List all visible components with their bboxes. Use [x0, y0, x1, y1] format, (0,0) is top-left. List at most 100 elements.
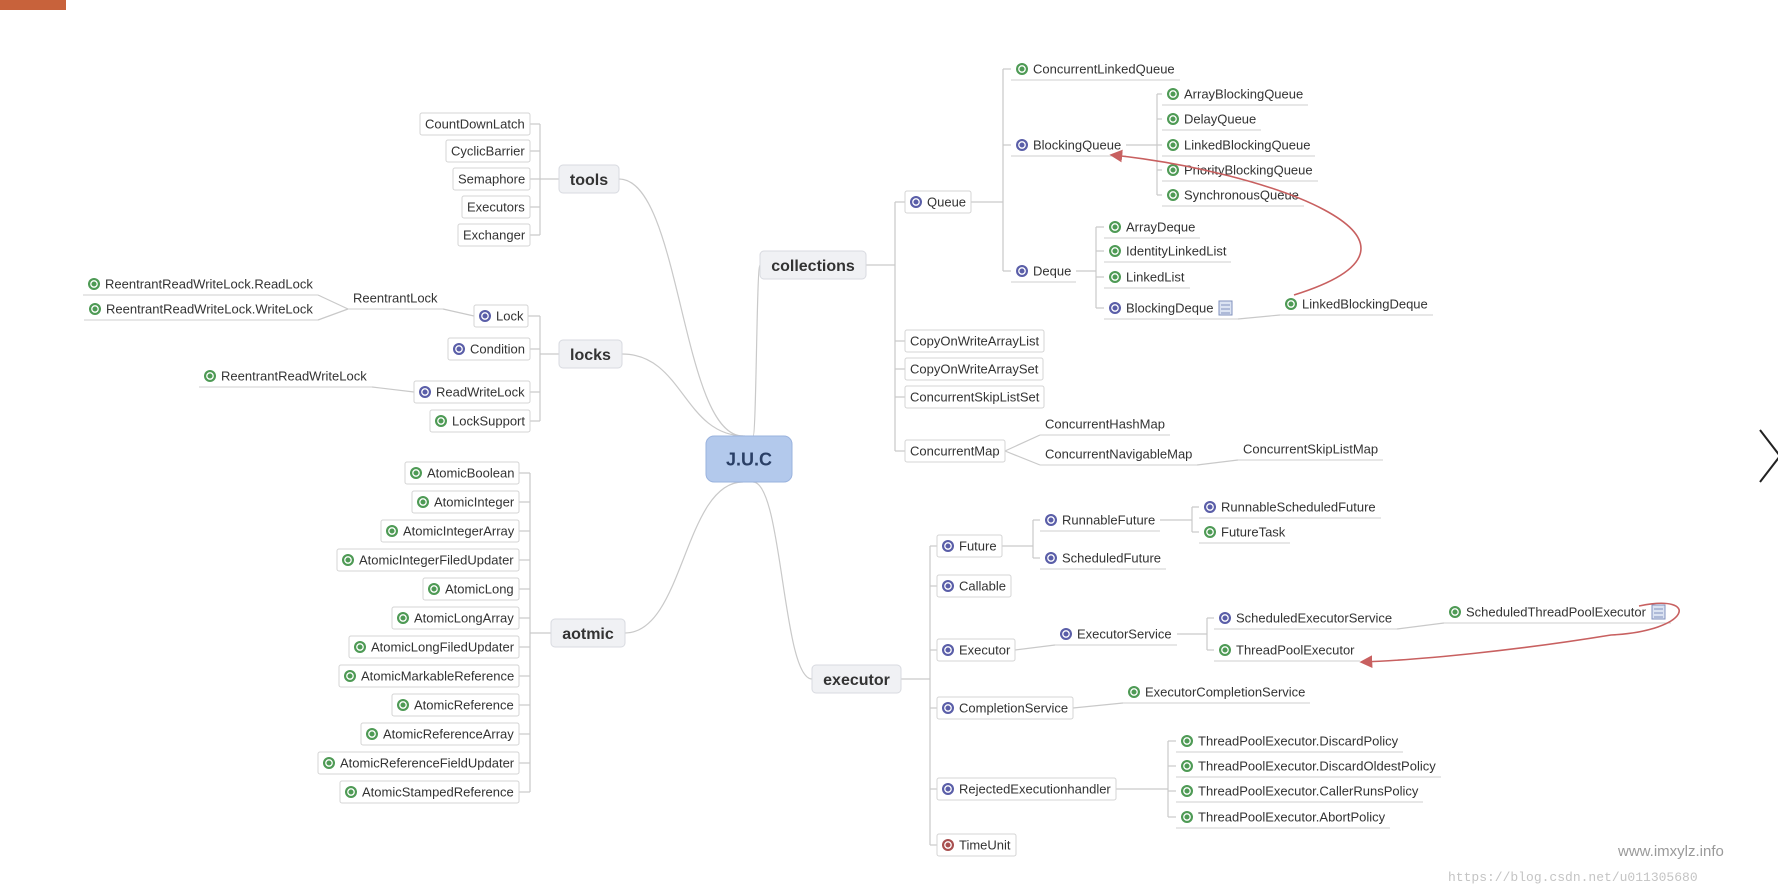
node-label: CopyOnWriteArraySet — [910, 362, 1039, 377]
class-icon-glyph — [1169, 191, 1177, 199]
node-concurrent-skip-list-set: ConcurrentSkipListSet — [904, 385, 1045, 409]
class-icon-glyph — [346, 672, 354, 680]
next-arrow-icon[interactable] — [1758, 428, 1778, 484]
interface-icon-glyph — [455, 345, 463, 353]
node-box — [411, 490, 520, 514]
interface-icon-glyph — [1047, 554, 1055, 562]
class-icon-glyph — [1183, 762, 1191, 770]
node-label: Queue — [927, 195, 966, 210]
node-thread-pool-executor: ThreadPoolExecutor — [1214, 643, 1360, 662]
node-concurrent-navigable-map: ConcurrentNavigableMap — [1040, 447, 1197, 466]
node-blocking-queue: BlockingQueue — [1011, 138, 1126, 157]
interface-icon — [1204, 501, 1216, 513]
interface-icon — [453, 343, 465, 355]
node-label: ConcurrentMap — [910, 444, 1000, 459]
node-reentrant-read-write-lock: ReentrantReadWriteLock — [199, 369, 372, 388]
node-label: collections — [771, 258, 855, 275]
class-icon — [344, 670, 356, 682]
class-icon-glyph — [1206, 528, 1214, 536]
class-icon — [1167, 189, 1179, 201]
node-box — [936, 574, 1012, 598]
node-label: Future — [959, 539, 997, 554]
node-thread-pool-executor-caller-runs-policy: ThreadPoolExecutor.CallerRunsPolicy — [1176, 784, 1423, 803]
class-icon-glyph — [1169, 90, 1177, 98]
node-read-write-lock: ReadWriteLock — [413, 380, 531, 404]
node-synchronous-queue: SynchronousQueue — [1162, 188, 1304, 207]
node-label: Condition — [470, 342, 525, 357]
class-icon — [1181, 811, 1193, 823]
interface-icon-glyph — [912, 198, 920, 206]
node-box — [404, 461, 520, 485]
node-label: Deque — [1033, 264, 1071, 279]
node-label: CyclicBarrier — [451, 144, 525, 159]
note-icon — [1218, 300, 1233, 316]
node-rejected-executionhandler: RejectedExecutionhandler — [936, 777, 1117, 801]
interface-icon-glyph — [1018, 267, 1026, 275]
node-executor: Executor — [936, 638, 1016, 662]
class-icon-glyph — [430, 585, 438, 593]
node-boxes: J.U.Ctoolslocksaotmiccollectionsexecutor… — [83, 62, 1671, 857]
node-box — [904, 385, 1045, 409]
class-icon — [1181, 785, 1193, 797]
class-icon — [1449, 606, 1461, 618]
class-icon-glyph — [1183, 813, 1191, 821]
node-label: AtomicMarkableReference — [361, 669, 514, 684]
interface-icon-glyph — [1018, 141, 1026, 149]
node-thread-pool-executor-discard-policy: ThreadPoolExecutor.DiscardPolicy — [1176, 734, 1403, 753]
node-collections: collections — [759, 250, 867, 280]
node-executor: executor — [811, 664, 902, 694]
interface-icon — [942, 644, 954, 656]
class-icon-glyph — [90, 280, 98, 288]
interface-icon — [942, 783, 954, 795]
class-icon-glyph — [399, 614, 407, 622]
node-identity-linked-list: IdentityLinkedList — [1104, 244, 1231, 263]
node-box — [936, 696, 1074, 720]
node-lock: Lock — [473, 304, 529, 328]
class-icon-glyph — [1183, 737, 1191, 745]
class-icon — [410, 467, 422, 479]
node-j-u-c: J.U.C — [705, 435, 793, 483]
node-label: RunnableScheduledFuture — [1221, 500, 1376, 515]
interface-icon-glyph — [944, 646, 952, 654]
node-box — [936, 534, 1003, 558]
node-label: ExecutorCompletionService — [1145, 685, 1305, 700]
interface-icon-glyph — [421, 388, 429, 396]
node-label: ScheduledFuture — [1062, 551, 1161, 566]
class-icon-glyph — [344, 556, 352, 564]
node-executors: Executors — [461, 195, 531, 219]
node-array-blocking-queue: ArrayBlockingQueue — [1162, 87, 1308, 106]
node-label: LinkedBlockingQueue — [1184, 138, 1310, 153]
node-box — [445, 139, 531, 163]
node-box — [339, 780, 520, 804]
node-box — [391, 693, 520, 717]
node-label: ArrayDeque — [1126, 220, 1195, 235]
node-box — [413, 380, 531, 404]
node-aotmic: aotmic — [550, 618, 626, 648]
node-label: ThreadPoolExecutor.CallerRunsPolicy — [1198, 784, 1419, 799]
node-label: AtomicInteger — [434, 495, 515, 510]
node-box — [360, 722, 520, 746]
node-atomic-long-filed-updater: AtomicLongFiledUpdater — [348, 635, 520, 659]
node-linked-list: LinkedList — [1104, 270, 1190, 289]
node-blocking-deque: BlockingDeque — [1104, 300, 1238, 320]
class-icon-glyph — [325, 759, 333, 767]
node-box — [904, 329, 1045, 353]
class-icon — [323, 757, 335, 769]
interface-icon — [1219, 612, 1231, 624]
interface-icon-glyph — [944, 582, 952, 590]
node-count-down-latch: CountDownLatch — [419, 112, 531, 136]
node-thread-pool-executor-discard-oldest-policy: ThreadPoolExecutor.DiscardOldestPolicy — [1176, 759, 1441, 778]
node-box — [447, 337, 531, 361]
node-box — [936, 638, 1016, 662]
node-time-unit: TimeUnit — [936, 833, 1017, 857]
node-completion-service: CompletionService — [936, 696, 1074, 720]
node-lock-support: LockSupport — [429, 409, 531, 433]
node-label: AtomicStampedReference — [362, 785, 514, 800]
class-icon-glyph — [347, 788, 355, 796]
class-icon — [88, 278, 100, 290]
class-icon — [1181, 735, 1193, 747]
class-icon-glyph — [1169, 166, 1177, 174]
class-icon — [417, 496, 429, 508]
interface-icon — [419, 386, 431, 398]
node-atomic-long-array: AtomicLongArray — [391, 606, 520, 630]
